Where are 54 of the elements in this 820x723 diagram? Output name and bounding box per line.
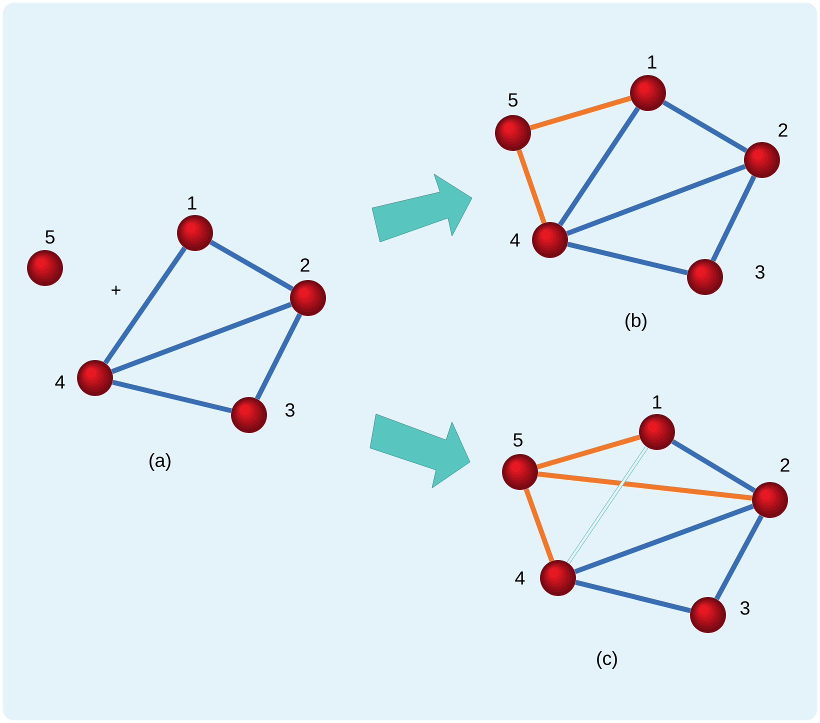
sphere [744,142,780,178]
node-number: 3 [755,265,764,279]
sphere [532,222,568,258]
node-number: 4 [510,233,520,247]
node-number: 4 [55,375,65,389]
link-line [662,100,748,153]
sphere [77,360,113,396]
sphere [687,259,723,295]
sphere [290,280,326,316]
link-line [710,175,756,262]
link-line [566,164,746,236]
panel-label: (a) [150,453,170,471]
sphere [540,560,576,596]
link-line [112,380,232,414]
sphere [752,482,788,518]
sphere [690,597,726,633]
sphere [502,454,538,490]
node-number: 3 [740,601,750,615]
node-number: 5 [508,93,518,107]
link-line [574,504,754,574]
link-line [111,302,292,374]
link-line [524,488,554,562]
plus-sign: + [112,286,120,295]
sphere [27,250,63,286]
link-line [575,580,691,614]
panel-label: (b) [626,313,646,331]
node-number: 5 [513,433,522,447]
sphere [177,215,213,251]
link-line [254,313,302,400]
node-number: 2 [780,458,790,472]
node-number: 2 [300,258,310,272]
link-line [567,242,688,276]
sphere [495,115,531,151]
sphere [231,397,267,433]
panel-label: (c) [597,651,617,669]
link-line [566,446,648,564]
link-line [516,149,546,224]
link-line [103,246,187,364]
link-line [714,514,764,600]
sphere [630,75,666,111]
link-line [530,96,632,130]
node-number: 4 [515,571,525,585]
link-line [210,240,294,292]
sphere [639,414,675,450]
node-number: 2 [778,123,788,137]
link-line [671,439,756,493]
link-line [536,434,640,470]
node-number: 1 [648,55,656,69]
link-line [538,472,752,500]
node-number: 5 [45,230,54,244]
node-number: 1 [188,196,196,210]
node-number: 3 [285,403,294,417]
node-number: 1 [653,395,662,409]
link-line [558,106,640,226]
